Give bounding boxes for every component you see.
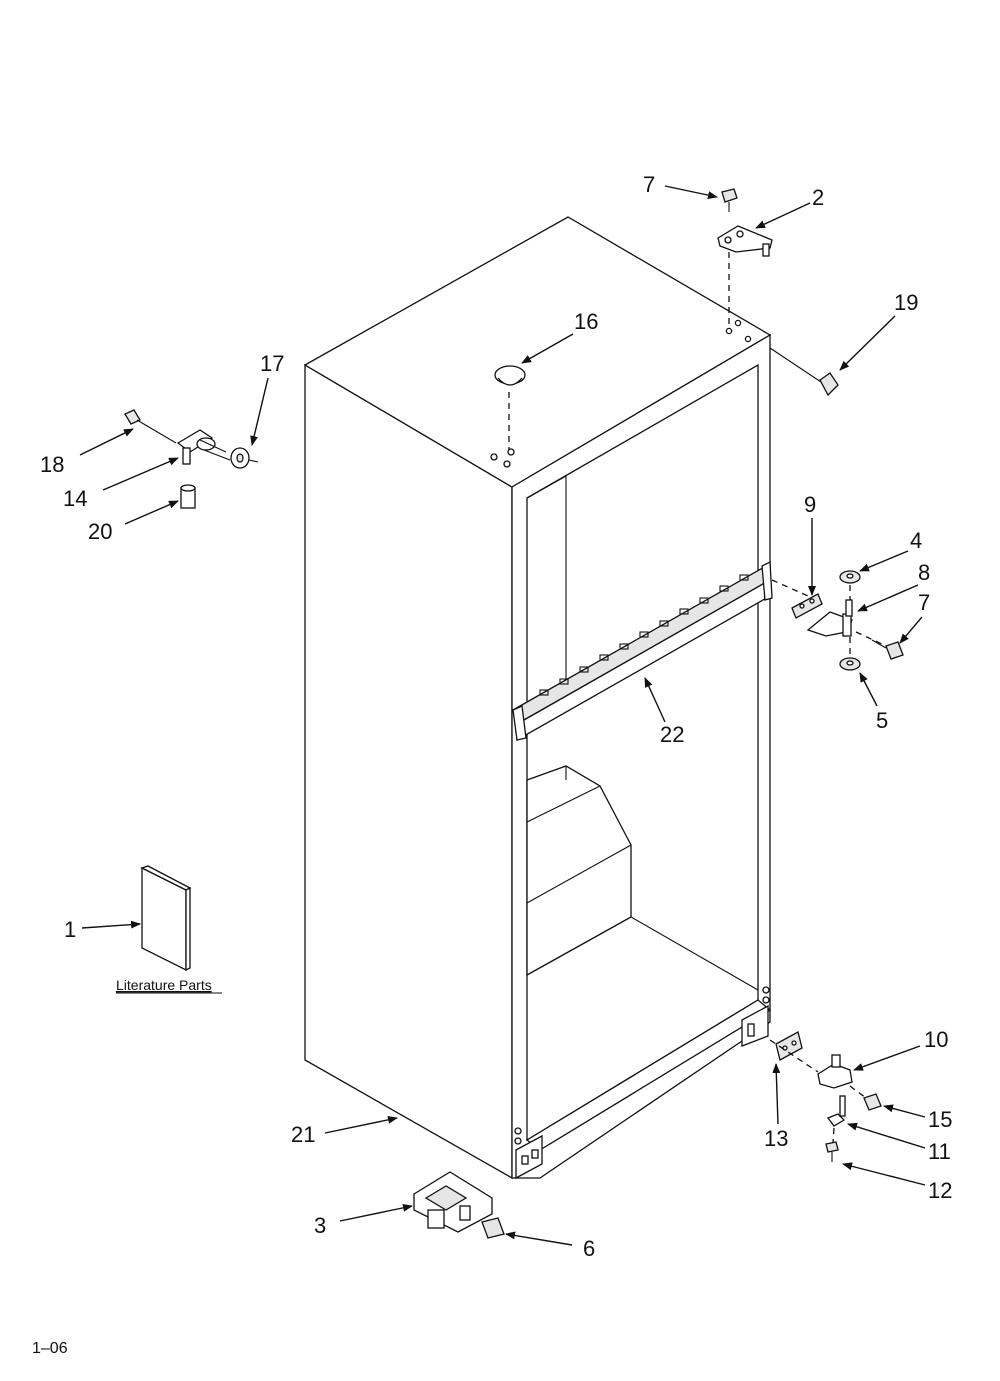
callout-15: 15 [928, 1107, 952, 1132]
callout-8: 8 [918, 560, 930, 585]
callout-5: 5 [876, 708, 888, 733]
top-hole-plug [494, 365, 526, 386]
hinge-cap [819, 372, 839, 397]
literature-booklet [140, 865, 192, 972]
callout-4: 4 [910, 528, 922, 553]
callout-22: 22 [660, 722, 684, 747]
callout-18: 18 [40, 452, 64, 477]
bottom-hinge-bolt [825, 1141, 839, 1162]
callout-16: 16 [574, 309, 598, 334]
callout-2: 2 [812, 185, 824, 210]
hinge-pin-screw [124, 409, 177, 444]
bottom-hinge-screw [863, 1093, 882, 1111]
bottom-hinge [817, 1054, 853, 1089]
callout-14: 14 [63, 486, 87, 511]
leveling-screw [481, 1217, 505, 1239]
page-footer-code: 1–06 [32, 1340, 68, 1357]
bottom-hinge-pin [826, 1095, 846, 1127]
callout-arrows [79, 185, 926, 1246]
callout-11: 11 [928, 1139, 951, 1164]
center-hinge-shim [791, 593, 823, 619]
callout-3: 3 [314, 1213, 326, 1238]
bottom-hinge-shim [775, 1031, 803, 1061]
door-stop-bracket [176, 429, 231, 465]
callout-7-center: 7 [918, 590, 930, 615]
top-hinge-screw [721, 188, 738, 212]
callout-10: 10 [924, 1027, 948, 1052]
callout-6: 6 [583, 1236, 595, 1261]
lower-washer [839, 657, 861, 671]
callout-12: 12 [928, 1178, 952, 1203]
door-closure-washer [230, 447, 250, 469]
center-hinge-screw [871, 639, 904, 660]
roller-assembly [413, 1171, 493, 1233]
divider-rail [512, 560, 773, 742]
top-hinge [717, 225, 773, 257]
cabinet-shell [303, 216, 772, 1180]
literature-parts-label: Literature Parts [116, 977, 212, 993]
callout-13: 13 [764, 1126, 788, 1151]
callout-21: 21 [291, 1122, 315, 1147]
callout-17: 17 [260, 351, 284, 376]
hinge-pin [845, 599, 853, 617]
upper-washer [839, 570, 861, 584]
spacer [180, 484, 196, 509]
callout-7-top: 7 [643, 172, 655, 197]
callout-1: 1 [64, 917, 76, 942]
callout-9: 9 [804, 492, 816, 517]
callout-20: 20 [88, 519, 112, 544]
callout-19: 19 [894, 290, 918, 315]
